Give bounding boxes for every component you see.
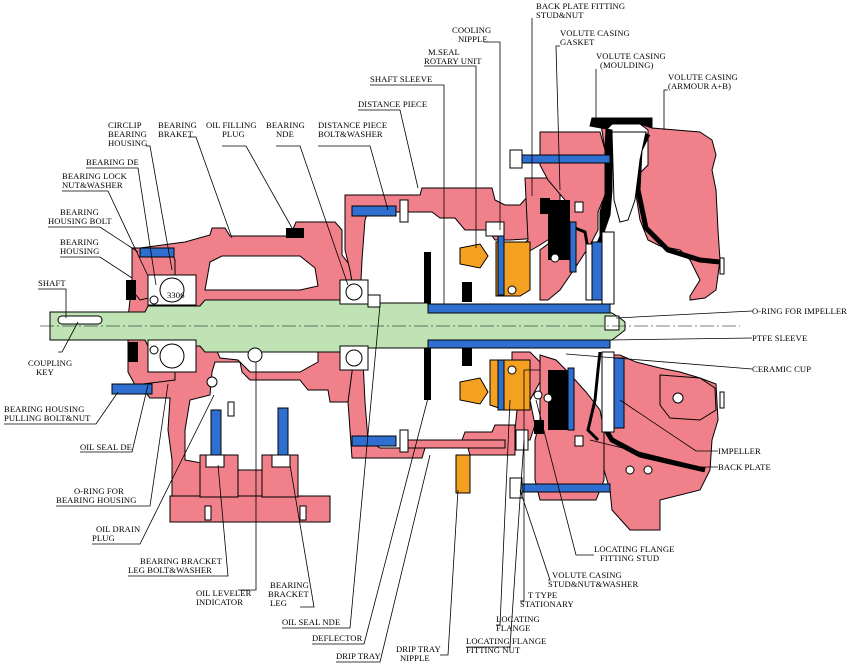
coupling-key-slot: [57, 315, 103, 325]
label-ptfe-sleeve: PTFE SLEEVE: [752, 333, 807, 343]
ceramic-cup-part: [548, 200, 570, 260]
drip-tray-part: [401, 439, 506, 449]
volute-moulding-arc-bottom: [603, 428, 706, 473]
label-oil-filling-plug: OIL FILLING PLUG: [206, 120, 259, 139]
label-t-type: T TYPE STATIONARY: [520, 590, 574, 609]
label-impeller: IMPELLER: [718, 446, 761, 456]
volute-casing-lower-inner: [659, 374, 717, 421]
label-oring-impeller: O-RING FOR IMPELLER: [752, 306, 847, 316]
impeller-hub-bottom: [601, 351, 615, 433]
label-bearing-braket: BEARING BRAKET: [158, 120, 199, 139]
label-circlip: CIRCLIP BEARING HOUSING: [108, 120, 149, 148]
label-volute-casing-gasket: VOLUTE CASING GASKET: [560, 28, 632, 47]
shaft-sleeve-part: [427, 303, 611, 314]
impeller-ring-top: [585, 243, 593, 301]
label-bearing-nde: BEARING NDE: [266, 120, 307, 139]
label-distance-piece: DISTANCE PIECE: [358, 99, 427, 109]
ceramic-cup-part-lower: [548, 370, 570, 430]
volute-outlet-cone: [611, 131, 647, 223]
label-drip-tray-nipple: DRIP TRAY NIPPLE: [396, 644, 443, 663]
labels: BACK PLATE FITTING STUD&NUT COOLING NIPP…: [4, 1, 847, 663]
label-bearing-bracket-leg: BEARING BRACKET LEG: [268, 580, 311, 608]
volute-casing-stud-part: [513, 483, 611, 493]
label-locating-flange-stud: LOCATING FLANGE FITTING STUD: [594, 544, 677, 563]
label-bearing-bracket-leg-bolt: BEARING BRACKET LEG BOLT&WASHER: [128, 556, 224, 575]
label-volute-casing-armour: VOLUTE CASING (ARMOUR A+B): [668, 72, 740, 91]
detail-circles: [149, 253, 684, 475]
black-nuts: [126, 198, 550, 434]
impeller-hub-top: [601, 231, 615, 305]
label-oring-bearing-housing: O-RING FOR BEARING HOUSING: [56, 486, 137, 505]
label-bearing-lock: BEARING LOCK NUT&WASHER: [62, 171, 129, 190]
pump-assembly: [40, 117, 740, 531]
leader-lines: [4, 18, 753, 663]
label-shaft: SHAFT: [38, 278, 66, 288]
label-mseal-rotary: M.SEAL ROTARY UNIT: [424, 47, 482, 66]
label-bearing-housing-bolt: BEARING HOUSING BOLT: [48, 207, 112, 226]
bearing-nde-part: [339, 279, 369, 371]
back-plate-fitting-stud-part: [511, 154, 611, 164]
label-coupling-key: COUPLING KEY: [28, 358, 75, 377]
label-deflector: DEFLECTOR: [312, 633, 363, 643]
bolt-heads: [205, 149, 529, 499]
label-back-plate: BACK PLATE: [718, 462, 771, 472]
label-drip-tray: DRIP TRAY: [336, 651, 381, 661]
shaft-end-thread: [604, 315, 620, 331]
label-bearing-housing: BEARING HOUSING: [60, 237, 101, 256]
volute-moulding-inner-lower: [586, 351, 602, 442]
label-volute-casing-moulding: VOLUTE CASING (MOULDING): [596, 51, 668, 70]
label-back-plate-fitting: BACK PLATE FITTING STUD&NUT: [536, 1, 627, 20]
label-locating-flange: LOCATING FLANGE: [496, 614, 542, 633]
impeller-vane-top: [591, 241, 603, 301]
label-oil-drain-plug: OIL DRAIN PLUG: [92, 524, 143, 543]
label-volute-casing-stud: VOLUTE CASING STUD&NUT&WASHER: [548, 570, 638, 589]
t-type-stationary-part: [567, 367, 575, 431]
label-ceramic-cup: CERAMIC CUP: [752, 364, 811, 374]
label-shaft-sleeve: SHAFT SLEEVE: [370, 74, 432, 84]
t-type-stationary-top: [569, 221, 577, 273]
label-oil-seal-de: OIL SEAL DE: [80, 442, 132, 452]
oil-seal-nde-part: [367, 294, 381, 308]
locating-flange-stud-upper: [497, 234, 505, 296]
drip-tray-nipple-part: [455, 454, 471, 494]
label-bearing-de: BEARING DE: [86, 157, 139, 167]
distance-piece-bolt-lower: [351, 435, 397, 447]
mseal-rotary-left: [459, 243, 489, 269]
pulling-bolt-part: [111, 383, 153, 395]
part-mark-3306: 3306: [167, 290, 185, 300]
detail-slots: [204, 201, 725, 521]
locating-flange-stud-lower: [497, 359, 505, 411]
label-distance-piece-bolt: DISTANCE PIECE BOLT&WASHER: [318, 120, 389, 139]
label-oil-leveler: OIL LEVELER INDICATOR: [196, 588, 254, 607]
label-cooling-nipple: COOLING NIPPLE: [452, 25, 494, 44]
mseal-rotary-left-lower: [459, 377, 489, 405]
label-pulling-bolt: BEARING HOUSING PULLING BOLT&NUT: [4, 404, 91, 423]
bracket-leg-web: [237, 469, 263, 497]
oil-filling-plug-part: [286, 228, 304, 238]
label-oil-seal-nde: OIL SEAL NDE: [282, 617, 340, 627]
shaft-sleeve-part-lower: [427, 339, 611, 349]
impeller-vane-bottom: [613, 357, 625, 429]
bearing-housing-bolt-part: [139, 247, 175, 258]
bearing-bracket-cavity-top: [204, 255, 319, 291]
volute-casing-moulding-part: [589, 117, 653, 263]
distance-piece-bolt-upper: [351, 205, 397, 217]
label-locating-flange-nut: LOCATING FLANGE FITTING NUT: [466, 636, 549, 655]
